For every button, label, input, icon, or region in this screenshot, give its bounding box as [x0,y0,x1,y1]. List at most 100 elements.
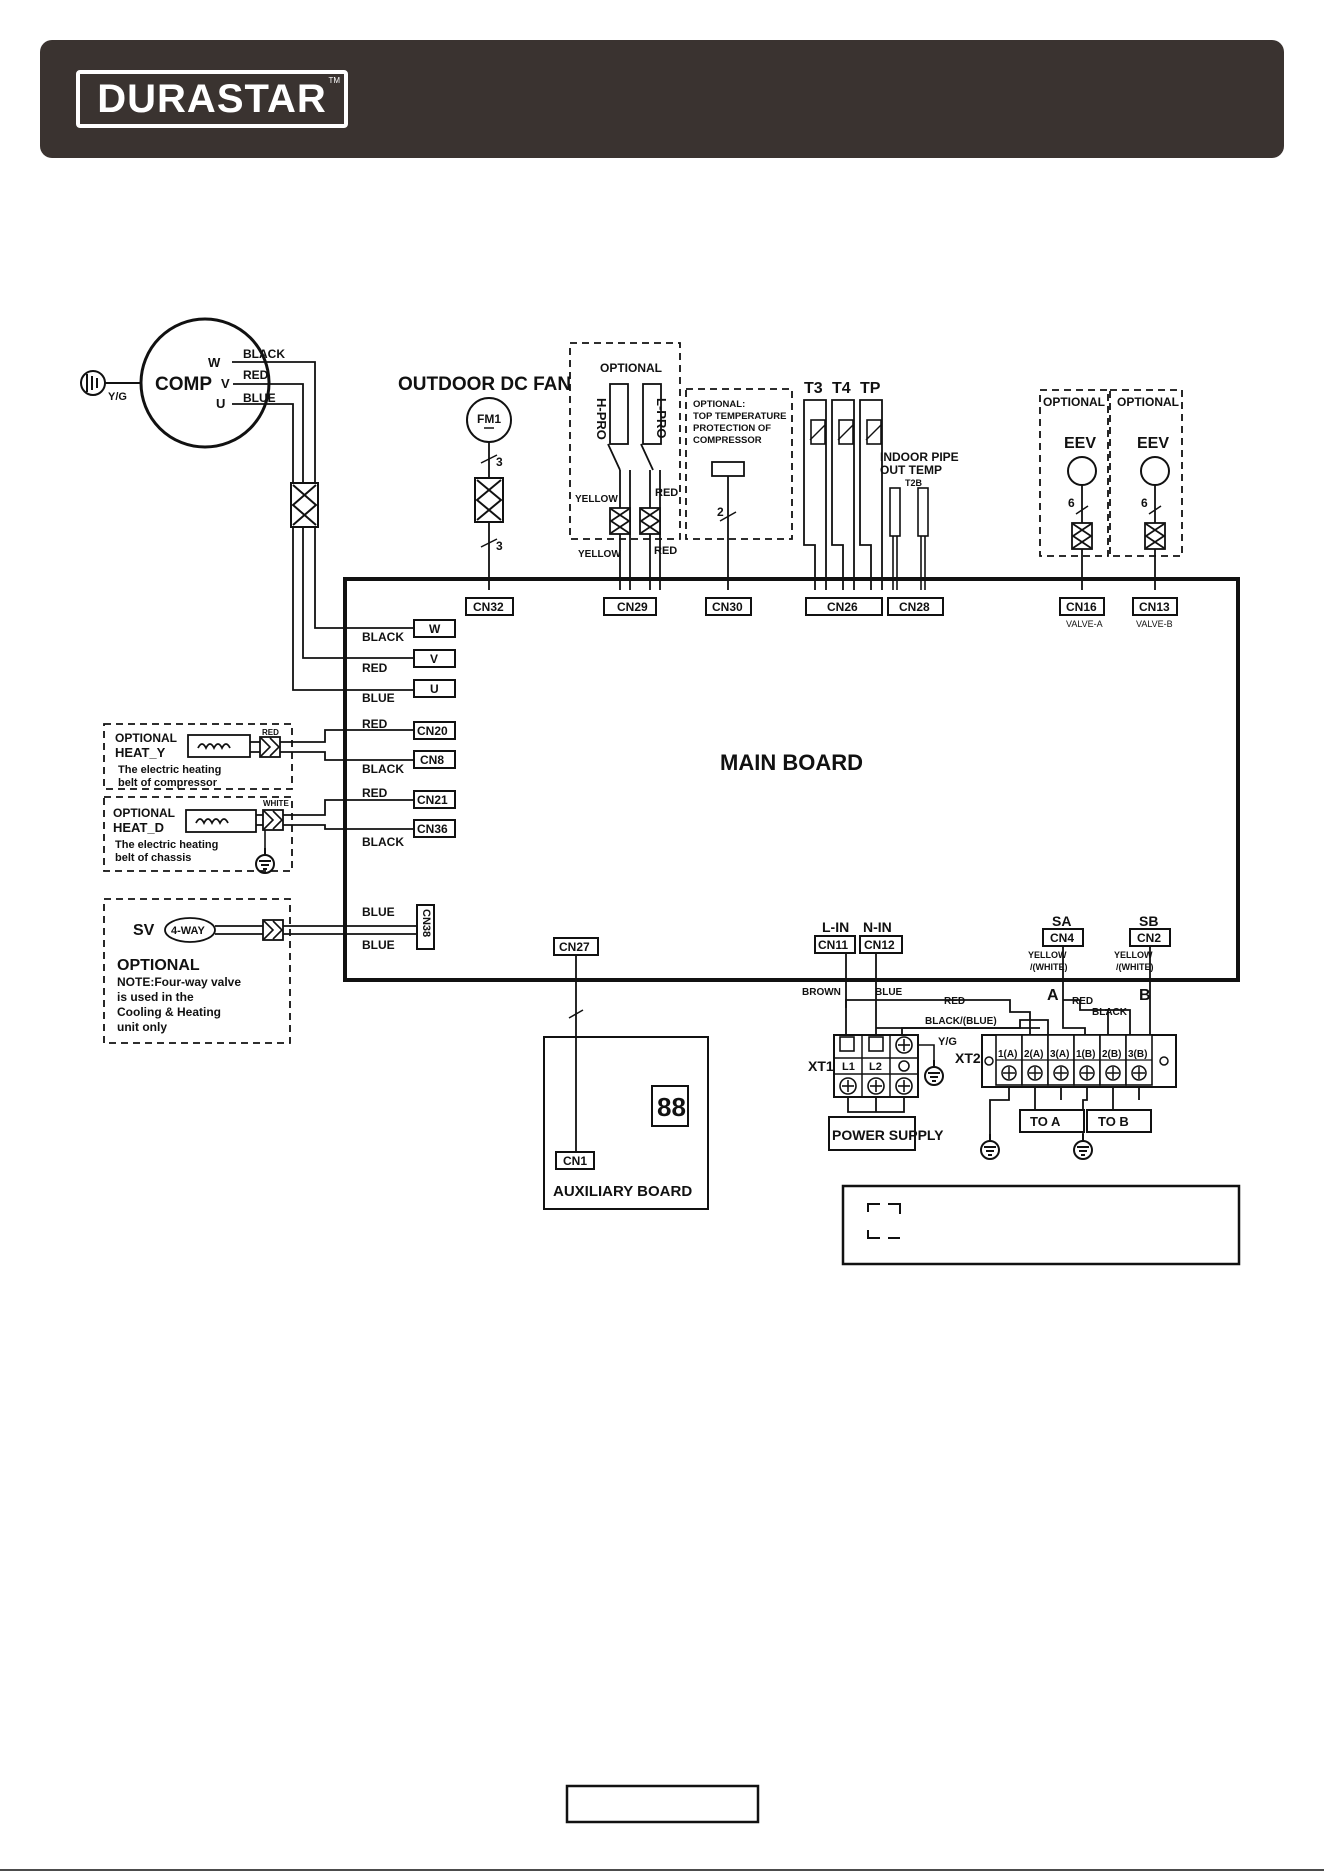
heat-d-name: HEAT_D [113,820,164,835]
cn8: CN8 [420,753,444,767]
board-wire-red-v: RED [362,661,388,675]
cn12: CN12 [864,938,895,952]
valve-a-label: VALVE-A [1066,619,1103,629]
eev-b-wires: 6 [1141,496,1148,510]
cn38: CN38 [420,909,432,937]
cn11: CN11 [818,938,848,952]
connector-u: U [430,682,439,696]
top-connectors [465,597,1178,616]
xt1-label: XT1 [808,1058,834,1074]
indoor-pipe-line1: INDOOR PIPE [880,450,959,464]
cn32: CN32 [473,600,504,614]
pressure-protect-group: OPTIONAL H-PRO L-PRO YELLOW RED YELLOW R… [569,342,681,590]
cn11-box [814,935,856,954]
power-supply-label: POWER SUPPLY [832,1127,944,1143]
cn13: CN13 [1139,600,1170,614]
pro-optional: OPTIONAL [600,361,662,375]
cn29: CN29 [617,600,648,614]
toptemp-line4: COMPRESSOR [693,435,762,446]
comp-terminal-u: U [216,396,225,411]
wire-red: RED [944,996,965,1007]
compressor: COMP W V U BLACK RED BLUE [139,317,285,449]
sb-wire-white: /(WHITE) [1116,962,1154,972]
main-board [343,577,1240,982]
legend-box [841,1184,1241,1266]
eev-a-optional: OPTIONAL [1043,395,1105,409]
fan-title: OUTDOOR DC FAN [398,374,571,395]
aux-title: AUXILIARY BOARD [553,1183,692,1200]
sensor-tp: TP [860,380,881,397]
xt2-red: RED [1072,996,1093,1007]
comp-wire-blue: BLUE [243,391,276,405]
xt2-black: BLACK [1092,1007,1128,1018]
xt2-t6: 3(B) [1128,1049,1147,1060]
heat-d-desc1: The electric heating [115,839,218,851]
cn38-wire-bottom: BLUE [362,938,395,952]
heat-d-wire: WHITE [263,799,289,808]
cn36: CN36 [417,822,448,836]
logo-trademark: TM [328,76,340,85]
eev-b-optional: OPTIONAL [1117,395,1179,409]
comp-plug [290,482,319,528]
indoor-pipe-line2: OUT TEMP [880,463,942,477]
sb-label: SB [1139,913,1158,929]
power-wiring: BROWN BLUE RED BLACK/(BLUE) XT1 L1 L2 [802,946,1151,1151]
cn8-wire: BLACK [362,762,404,776]
cn27: CN27 [559,940,590,954]
wire-brown: BROWN [802,987,841,998]
sv-four-way-module: SV 4-WAY OPTIONAL NOTE:Four-way valve is… [103,898,417,1044]
cn26: CN26 [827,600,858,614]
cn2: CN2 [1137,931,1161,945]
logo-text: DURASTAR [97,76,327,121]
sv-note1: NOTE:Four-way valve [117,975,241,989]
cn30: CN30 [712,600,743,614]
sb-wire-yellow: YELLOW [1114,950,1153,960]
cn36-wire: BLACK [362,835,404,849]
board-wire-black-w: BLACK [362,630,404,644]
comp-wire-black: BLACK [243,347,285,361]
heat-y-module: OPTIONAL HEAT_Y The electric heating bel… [103,723,414,790]
h-pro-label: H-PRO [594,398,609,440]
connector-v: V [430,652,438,666]
cn4: CN4 [1050,931,1074,945]
xt1-yg: Y/G [938,1036,957,1048]
pro-red-1: RED [655,487,678,499]
pro-yellow-2: YELLOW [578,549,621,560]
sv-label: SV [133,922,155,939]
sa-wire-yellow: YELLOW [1028,950,1067,960]
sa-label: SA [1052,913,1071,929]
cn20: CN20 [417,724,448,738]
pro-yellow-1: YELLOW [575,494,618,505]
xt2-t1: 1(A) [998,1049,1017,1060]
brand-logo: DURASTAR TM [76,70,348,128]
sv-note4: unit only [117,1020,167,1034]
header-bar: DURASTAR TM [40,40,1284,158]
outdoor-dc-fan: OUTDOOR DC FAN FM1 3 3 [398,374,571,590]
auxiliary-board: 88 CN1 AUXILIARY BOARD [543,955,709,1210]
xt2-t3: 3(A) [1050,1049,1069,1060]
heat-y-desc1: The electric heating [118,764,221,776]
cn1: CN1 [563,1154,587,1168]
cn12-box [859,935,903,954]
heat-y-optional: OPTIONAL [115,731,177,745]
toptemp-line1: OPTIONAL: [693,399,745,410]
wire-blue: BLUE [875,987,903,998]
toptemp-line2: TOP TEMPERATURE [693,411,786,422]
sensor-t3: T3 [804,380,823,397]
aux-display: 88 [657,1092,686,1122]
sv-valve-label: 4-WAY [171,925,205,937]
cn38-wire-top: BLUE [362,905,395,919]
connector-w: W [429,622,441,636]
xt1-l1: L1 [842,1061,855,1073]
sv-optional: OPTIONAL [117,957,200,974]
cn16: CN16 [1066,600,1097,614]
board-wire-blue-u: BLUE [362,691,395,705]
xt1-l2: L2 [869,1061,882,1073]
comp-wire-red: RED [243,368,269,382]
cn21: CN21 [417,793,448,807]
heat-d-module: OPTIONAL HEAT_D The electric heating bel… [103,796,414,874]
heat-d-optional: OPTIONAL [113,806,175,820]
top-temp-protection: OPTIONAL: TOP TEMPERATURE PROTECTION OF … [685,388,793,590]
temp-sensors: T3 T4 TP INDOOR PIPE OUT TEMP T2B [803,380,959,590]
